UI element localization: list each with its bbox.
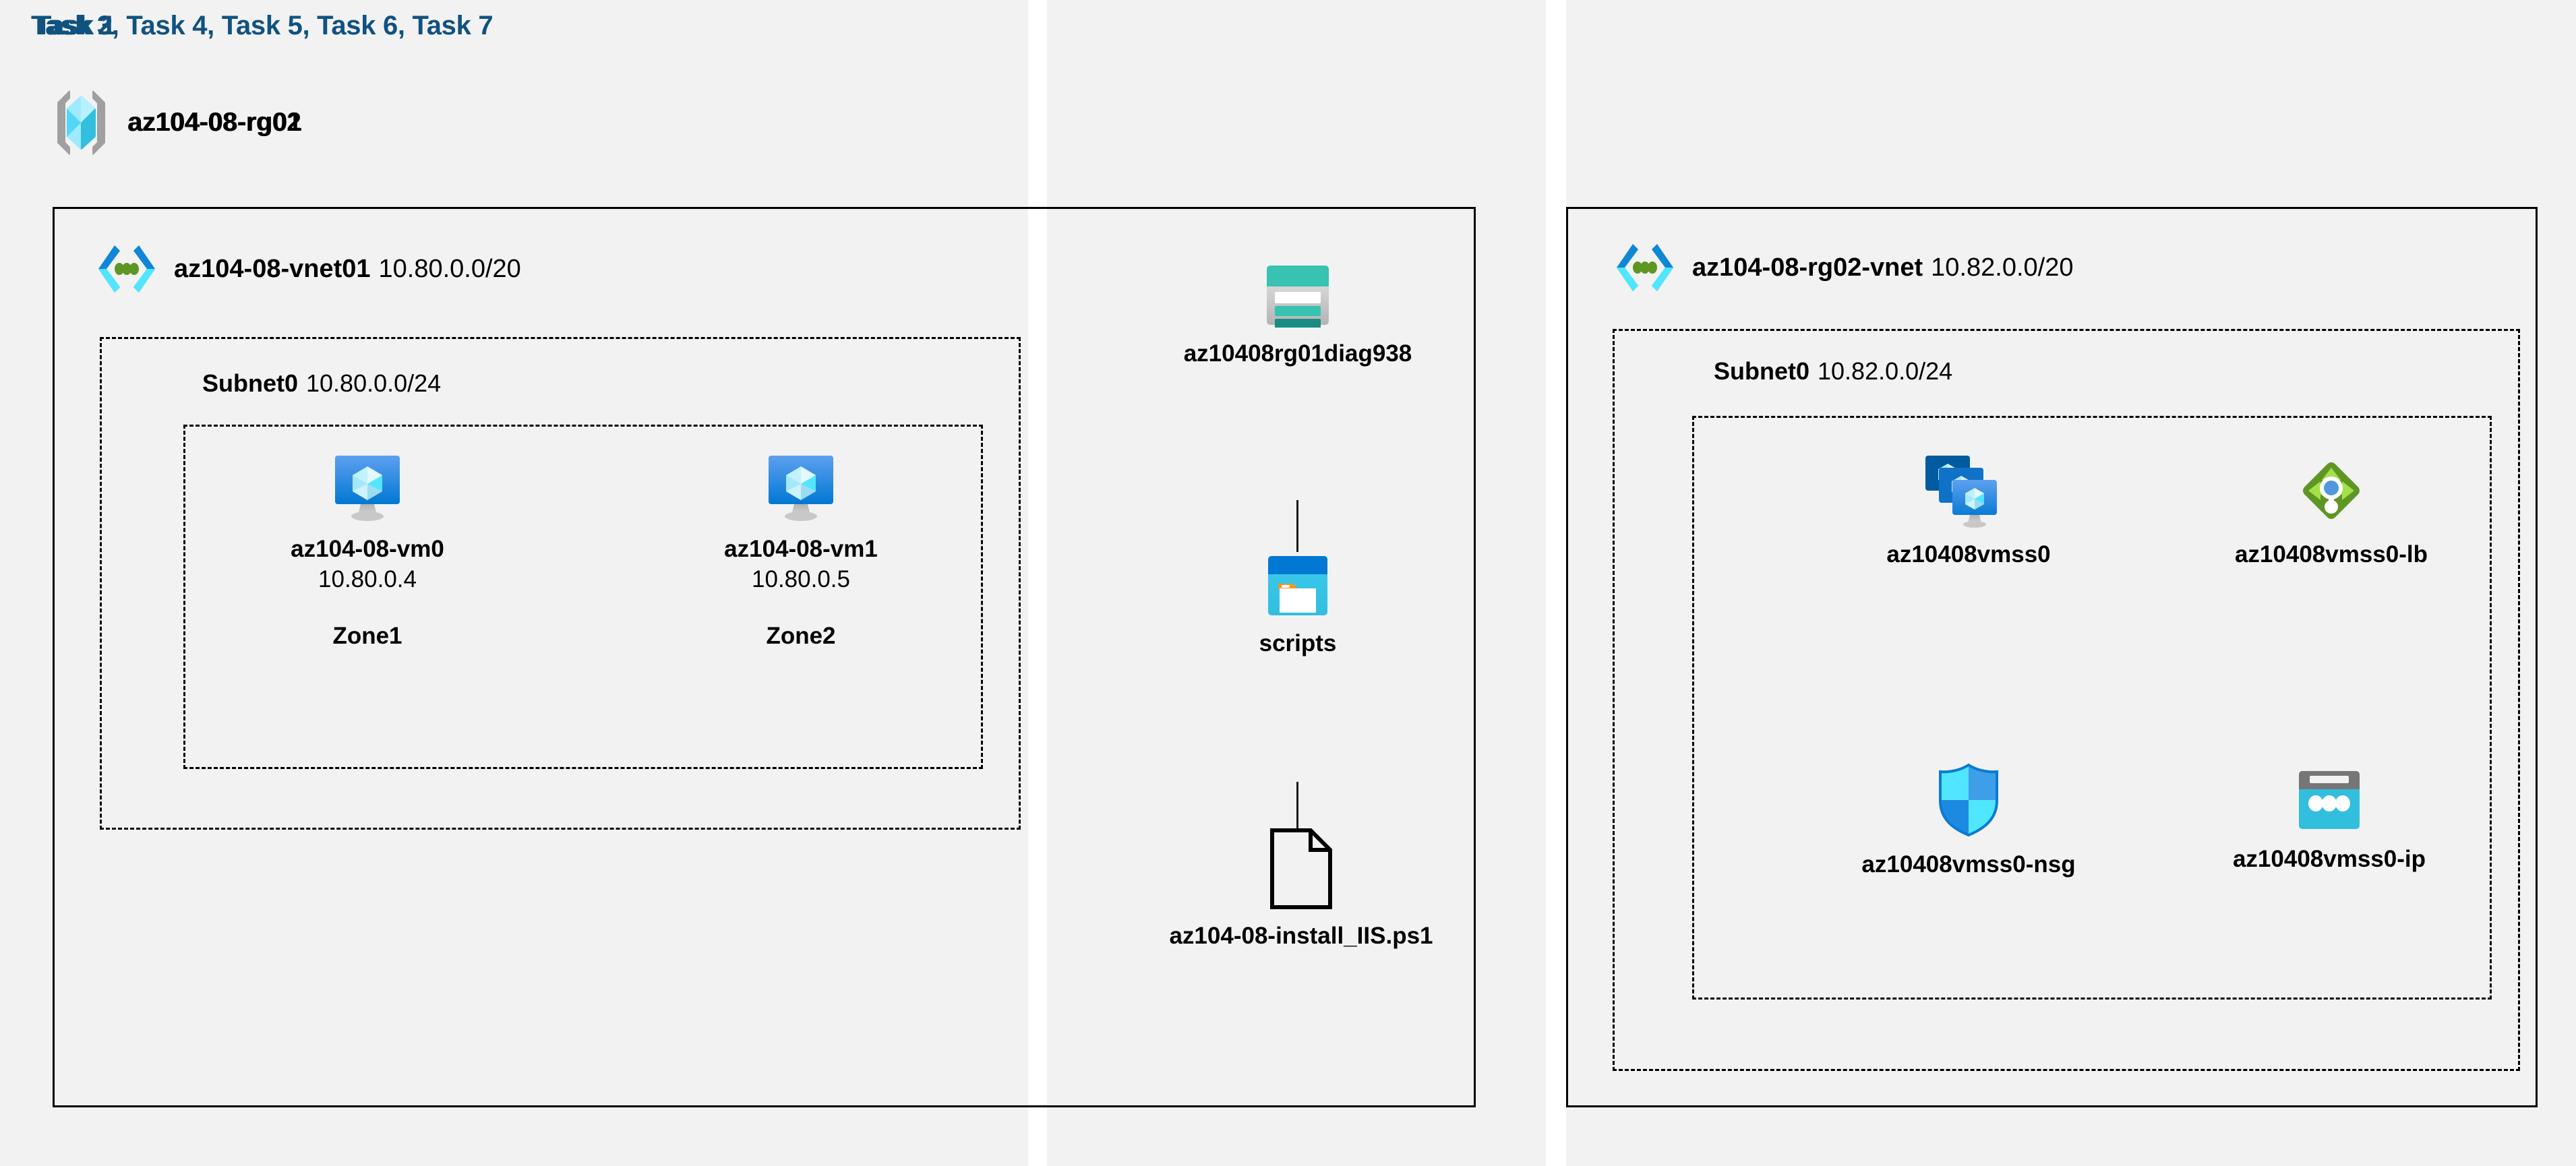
resource-group-icon [52, 88, 110, 158]
virtual-network-icon [1614, 241, 1676, 294]
virtual-machine-vm0[interactable]: az104-08-vm0 10.80.0.4 Zone1 [266, 453, 469, 650]
resource-group-name: az104-08-rg02 [127, 108, 301, 137]
file-icon [1269, 828, 1334, 910]
vnet-name: az104-08-rg02-vnet [1692, 253, 1923, 282]
vm-group-boundary [183, 425, 983, 769]
network-security-group-icon [1935, 762, 2002, 838]
vnet-cidr: 10.80.0.0/20 [378, 254, 521, 283]
storage-account[interactable]: az10408rg01diag938 [1102, 263, 1493, 369]
subnet0-label-vnet02: Subnet0 10.82.0.0/24 [1714, 357, 1952, 386]
vm-zone: Zone2 [766, 623, 836, 650]
blob-container-name: scripts [1259, 630, 1337, 656]
task1-header: Task 1 [35, 11, 116, 40]
load-balancer[interactable]: az10408vmss0-lb [2176, 453, 2486, 570]
blob-container[interactable]: scripts [1207, 554, 1389, 658]
vmss-group-boundary [1692, 416, 2492, 1000]
public-ip-address-name: az10408vmss0-ip [2232, 846, 2426, 872]
task1-panel [0, 0, 1028, 1166]
task2-header: Task 2 [32, 11, 113, 40]
network-security-group[interactable]: az10408vmss0-nsg [1824, 762, 2114, 880]
vm-scale-set-icon [1923, 453, 2014, 528]
storage-account-name: az10408rg01diag938 [1183, 340, 1412, 367]
task3-7-header: Task 3, Task 4, Task 5, Task 6, Task 7 [31, 11, 493, 40]
task3-7-panel [1566, 0, 2576, 1166]
vnet-cidr: 10.82.0.0/20 [1931, 253, 2074, 282]
vm-ip: 10.80.0.5 [752, 565, 850, 592]
vm-zone: Zone1 [332, 623, 402, 650]
resource-group-name: az104-08-rg01 [128, 108, 302, 137]
subnet-name: Subnet0 [1714, 357, 1810, 385]
script-file[interactable]: az104-08-install_IIS.ps1 [1079, 828, 1524, 951]
virtual-network-icon [96, 243, 158, 295]
connector-line [1296, 500, 1298, 552]
virtual-machine-icon [330, 453, 405, 523]
vnet-name: az104-08-vnet01 [174, 254, 371, 283]
virtual-machine-icon [763, 453, 839, 523]
vnet01-boundary [53, 207, 1476, 1107]
script-file-name: az104-08-install_IIS.ps1 [1169, 923, 1433, 949]
subnet-cidr: 10.80.0.0/24 [306, 369, 442, 397]
load-balancer-icon [2294, 453, 2369, 528]
subnet-cidr: 10.82.0.0/24 [1818, 357, 1953, 385]
network-security-group-name: az10408vmss0-nsg [1861, 851, 2076, 878]
resource-group-rg02[interactable]: az104-08-rg02 [52, 88, 301, 158]
subnet-name: Subnet0 [202, 369, 299, 397]
vm-name: az104-08-vm1 [724, 536, 878, 562]
public-ip-address-icon [2294, 768, 2365, 833]
storage-account-icon [1264, 263, 1331, 328]
vnet02-boundary [1566, 207, 2538, 1107]
blob-container-icon [1266, 554, 1329, 617]
vm-ip: 10.80.0.4 [318, 565, 417, 592]
virtual-machine-vm1[interactable]: az104-08-vm1 10.80.0.5 Zone2 [700, 453, 902, 650]
vm-name: az104-08-vm0 [291, 536, 444, 562]
load-balancer-name: az10408vmss0-lb [2234, 541, 2428, 567]
vnet02-label-row[interactable]: az104-08-rg02-vnet 10.82.0.0/20 [1614, 241, 2073, 294]
connector-line [1296, 782, 1298, 830]
public-ip-address[interactable]: az10408vmss0-ip [2181, 768, 2478, 874]
subnet0-boundary-vnet01 [100, 337, 1021, 830]
vm-scale-set[interactable]: az10408vmss0 [1824, 453, 2114, 570]
vm-scale-set-name: az10408vmss0 [1886, 541, 2051, 567]
subnet0-boundary-vnet02 [1613, 329, 2520, 1071]
